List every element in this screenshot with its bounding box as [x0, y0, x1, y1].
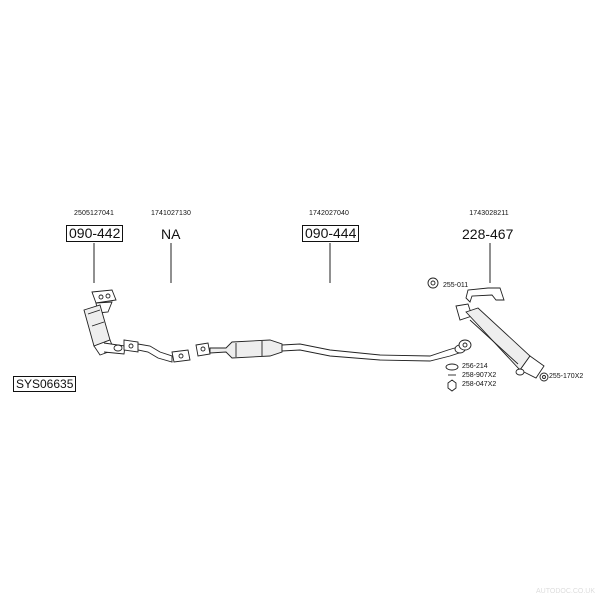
gasket-256-214-icon	[445, 363, 459, 371]
fittings	[427, 277, 549, 392]
part-code-4[interactable]: 228-467	[462, 226, 514, 242]
watermark: AUTODOC.CO.UK	[536, 588, 595, 595]
part-label-258-907: 258-907X2	[462, 372, 497, 379]
catalyst-middle-pipe	[195, 339, 466, 362]
part-label-255-011: 255-011	[443, 282, 469, 289]
ref-number-2: 1741027130	[151, 210, 191, 217]
part-code-1[interactable]: 090-442	[66, 225, 124, 242]
front-pipe	[123, 339, 191, 363]
part-label-255-170: 255-170X2	[549, 373, 584, 380]
nut-258-047-icon	[447, 379, 457, 392]
system-code-badge: SYS06635	[13, 376, 77, 392]
part-code-2[interactable]: NA	[161, 226, 181, 242]
ref-number-1: 2505127041	[74, 210, 114, 217]
catalytic-manifold	[83, 289, 126, 356]
part-label-256-214: 256-214	[462, 363, 488, 370]
rear-silencer	[455, 287, 545, 379]
part-code-3[interactable]: 090-444	[302, 225, 360, 242]
ref-number-3: 1742027040	[309, 210, 349, 217]
ref-number-4: 1743028211	[469, 210, 509, 217]
part-label-258-047: 258-047X2	[462, 381, 497, 388]
